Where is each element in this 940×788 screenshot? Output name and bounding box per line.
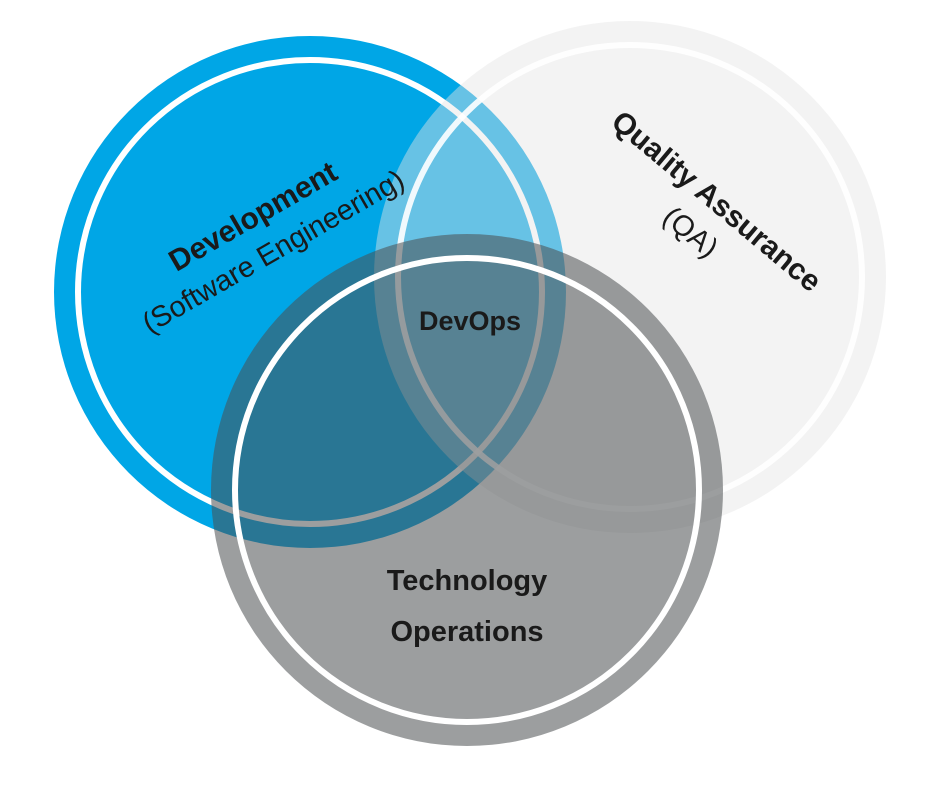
operations-title: Technology <box>387 565 548 597</box>
devops-label: DevOps <box>419 306 521 336</box>
operations-subtitle: Operations <box>390 616 543 648</box>
operations-circle <box>211 234 723 746</box>
